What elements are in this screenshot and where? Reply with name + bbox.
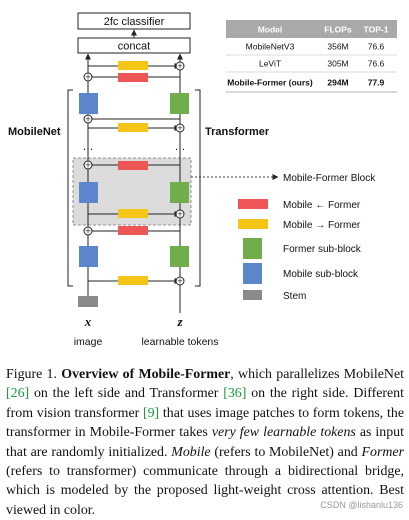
add-node	[175, 123, 185, 133]
input-image-caption: image	[74, 336, 103, 348]
plus-glyph: +	[85, 73, 91, 82]
citation-link[interactable]: [36]	[223, 386, 247, 402]
watermark: CSDN @lishanlu136	[320, 500, 403, 510]
table-cell-model: LeViT	[259, 59, 281, 69]
add-node	[175, 209, 185, 219]
stem-block	[78, 296, 98, 307]
concat-label: concat	[118, 41, 150, 53]
plus-glyph: +	[177, 124, 183, 133]
caption-emphasis: very few learnable tokens	[211, 425, 356, 441]
former-sub-block	[170, 182, 189, 203]
caption-text: that uses image patches to form tokens, …	[6, 405, 404, 441]
caption-emphasis: Mobile	[171, 444, 211, 460]
legend-label: Mobile sub-block	[283, 269, 359, 280]
mobile-sub-block	[79, 182, 98, 203]
block-label: Mobile-Former Block	[283, 173, 376, 184]
add-node	[83, 160, 93, 170]
legend-label: Mobile ← Former	[283, 200, 361, 211]
table-header-model: Model	[258, 25, 283, 35]
caption-title: Overview of Mobile-Former	[61, 367, 231, 382]
ellipsis-right: …	[175, 141, 186, 153]
citation-link[interactable]: [9]	[142, 405, 160, 421]
plus-glyph: +	[177, 277, 183, 286]
mobile-sub-block	[79, 93, 98, 114]
input-z-symbol: z	[176, 314, 183, 329]
transformer-label: Transformer	[205, 126, 270, 138]
add-node	[83, 226, 93, 236]
legend-label: Former sub-block	[283, 244, 362, 255]
add-node	[83, 114, 93, 124]
legend-label: Stem	[283, 291, 306, 302]
former-to-mobile-bar	[118, 73, 148, 82]
plus-glyph: +	[85, 115, 91, 124]
architecture-figure: 2fc classifier concat MobileNet Transfor…	[8, 12, 397, 348]
table-cell-top1: 77.9	[368, 78, 385, 88]
caption-emphasis: Former	[361, 444, 404, 460]
mobile-to-former-bar	[118, 209, 148, 218]
ellipsis-left: …	[83, 141, 94, 153]
table-cell-flops: 294M	[327, 78, 348, 88]
mobilenet-bracket	[67, 89, 73, 287]
mobile-to-former-bar	[118, 276, 148, 285]
table-cell-model: Mobile-Former (ours)	[227, 78, 313, 88]
mobile-to-former-bar	[118, 123, 148, 132]
mobilenet-label: MobileNet	[8, 126, 61, 138]
former-sub-block	[170, 93, 189, 114]
transformer-bracket	[195, 89, 201, 287]
table-header-flops: FLOPs	[324, 25, 352, 35]
caption-text: (refers to transformer) communicate thro…	[6, 464, 404, 518]
table-header-top1: TOP-1	[364, 25, 389, 35]
legend-swatch-mobile-block	[243, 263, 262, 284]
caption-text: (refers to MobileNet) and	[210, 444, 362, 460]
former-to-mobile-bar	[118, 226, 148, 235]
mobile-sub-block	[79, 246, 98, 267]
input-tokens-caption: learnable tokens	[141, 336, 218, 348]
results-table: Model FLOPs TOP-1 MobileNetV3 356M 76.6 …	[226, 20, 397, 93]
caption-text: on the left side and Transformer	[29, 386, 224, 402]
legend-swatch-former-block	[243, 238, 262, 259]
legend-swatch-former-to-mobile	[238, 199, 268, 209]
plus-glyph: +	[85, 227, 91, 236]
table-cell-model: MobileNetV3	[246, 42, 295, 52]
legend-swatch-stem	[243, 290, 262, 300]
add-node	[175, 61, 185, 71]
caption-text: on the right side. Different from vision…	[6, 386, 404, 421]
table-cell-flops: 305M	[327, 59, 348, 69]
legend-swatch-mobile-to-former	[238, 219, 268, 229]
plus-glyph: +	[177, 62, 183, 71]
table-cell-top1: 76.6	[368, 59, 385, 69]
table-cell-top1: 76.6	[368, 42, 385, 52]
table-cell-flops: 356M	[327, 42, 348, 52]
legend: Mobile ← Former Mobile → Former Former s…	[238, 199, 362, 302]
caption-text: , which parallelizes MobileNet	[230, 367, 404, 382]
add-node	[83, 72, 93, 82]
former-to-mobile-bar	[118, 161, 148, 170]
legend-label: Mobile → Former	[283, 220, 361, 231]
mobile-to-former-bar	[118, 61, 148, 70]
table-header-bg	[226, 20, 397, 38]
figure-caption: Figure 1. Overview of Mobile-Former, whi…	[6, 365, 404, 520]
add-node	[175, 276, 185, 286]
plus-glyph: +	[85, 161, 91, 170]
input-x-symbol: x	[84, 314, 92, 329]
plus-glyph: +	[177, 210, 183, 219]
caption-text: as input that are randomly initialized.	[6, 425, 404, 460]
caption-fig-label: Figure 1.	[6, 367, 57, 382]
classifier-box	[77, 12, 191, 30]
classifier-label: 2fc classifier	[104, 16, 165, 28]
former-sub-block	[170, 246, 189, 267]
citation-link[interactable]: [26]	[6, 386, 30, 402]
